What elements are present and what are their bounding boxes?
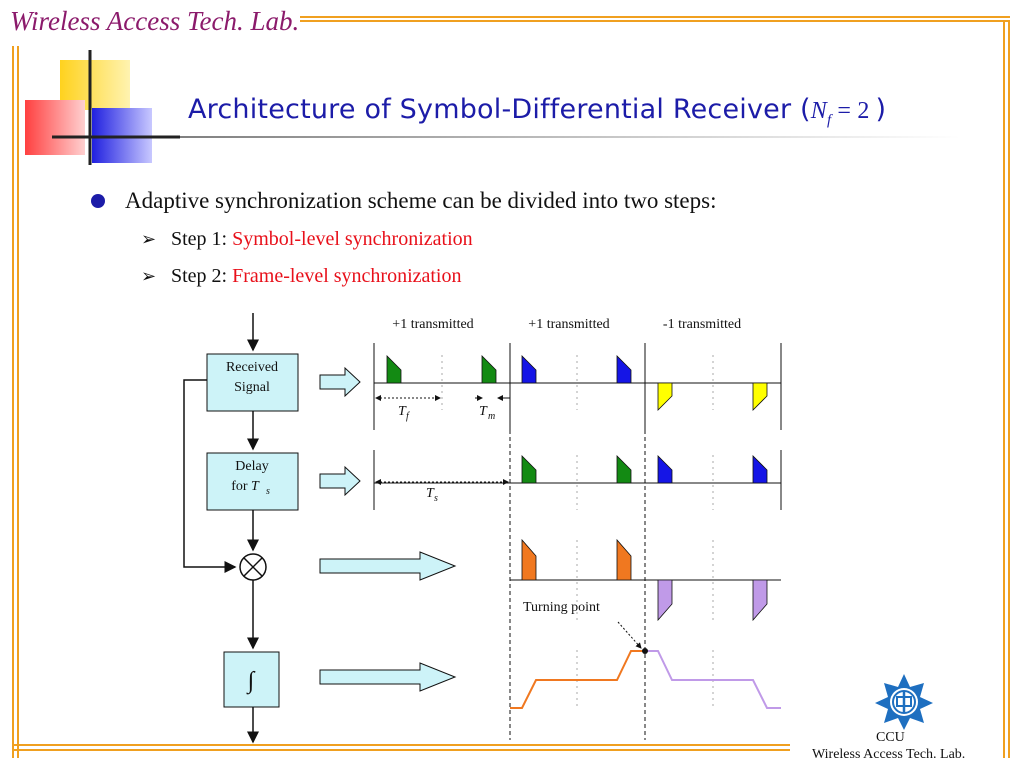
pulse-yellow [657, 382, 673, 411]
transmitted-label-3: -1 transmitted [663, 317, 741, 332]
footer-lab: Wireless Access Tech. Lab. [812, 747, 966, 762]
tf-sub: f [406, 411, 410, 422]
tm-var: T [479, 404, 488, 419]
lab-title: Wireless Access Tech. Lab. [10, 6, 300, 36]
footer-ccu: CCU [876, 730, 905, 745]
received-label-1: Received [226, 360, 278, 375]
pulse-blue [521, 355, 537, 384]
integrated-output-purple [645, 650, 781, 709]
integrator-block [223, 651, 280, 708]
pulse-blue [752, 455, 768, 484]
pulse-blue [616, 355, 632, 384]
transmitted-label-1: +1 transmitted [392, 317, 473, 332]
received-signal-block [206, 353, 299, 412]
pulse-green [616, 455, 632, 484]
delay-block [206, 452, 299, 511]
title-math-sub: f [827, 112, 832, 129]
turning-point-label: Turning point [523, 600, 600, 615]
turning-point-dot [642, 648, 648, 654]
step-2: Step 2: Frame-level synchronization [171, 265, 462, 288]
step-2-prefix: Step 2: [171, 265, 233, 287]
ts-var: T [426, 486, 435, 501]
title-close: ) [875, 94, 887, 125]
pulse-green [521, 455, 537, 484]
tf-var: T [398, 404, 407, 419]
delay-label-1: Delay [235, 459, 268, 474]
title-math-eq: = 2 [837, 98, 870, 124]
ts-sub: s [434, 493, 438, 504]
title-math-var: N [810, 98, 828, 124]
arrow-bullet-icon: ➢ [141, 266, 157, 286]
pulse-green [481, 355, 497, 384]
arrow-bullet-icon: ➢ [141, 229, 157, 249]
bullet-text: Adaptive synchronization scheme can be d… [125, 188, 717, 213]
bullet-dot-icon [91, 194, 105, 208]
step-1: Step 1: Symbol-level synchronization [171, 228, 473, 251]
pulse-green [386, 355, 402, 384]
step-1-prefix: Step 1: [171, 228, 233, 250]
pulse-orange [616, 538, 632, 581]
svg-text:for T: for T [231, 479, 260, 494]
pulse-orange [521, 538, 537, 581]
transmitted-label-2: +1 transmitted [528, 317, 609, 332]
tm-sub: m [488, 411, 495, 422]
flow-arrow-3 [319, 551, 457, 581]
pulse-blue [657, 455, 673, 484]
slide-title-text: Architecture of Symbol-Differential Rece… [188, 94, 811, 125]
pulse-purple [752, 579, 768, 622]
integrated-output-orange [510, 650, 645, 709]
delay-label-2: for [231, 479, 251, 494]
slide-title: Architecture of Symbol-Differential Rece… [188, 94, 886, 129]
ccu-emblem-icon [875, 674, 933, 730]
pulse-yellow [752, 382, 768, 411]
delay-sub: s [266, 486, 270, 497]
flow-arrow-1 [319, 366, 361, 398]
step-1-highlight: Symbol-level synchronization [232, 228, 473, 250]
integrator-symbol: ∫ [246, 668, 256, 695]
received-label-2: Signal [234, 380, 270, 395]
step-2-highlight: Frame-level synchronization [232, 265, 462, 287]
flow-arrow-4 [319, 662, 457, 692]
delay-var: T [251, 479, 260, 494]
pulse-purple [657, 579, 673, 622]
flow-arrow-2 [319, 465, 361, 497]
header-border-line [300, 16, 1010, 22]
